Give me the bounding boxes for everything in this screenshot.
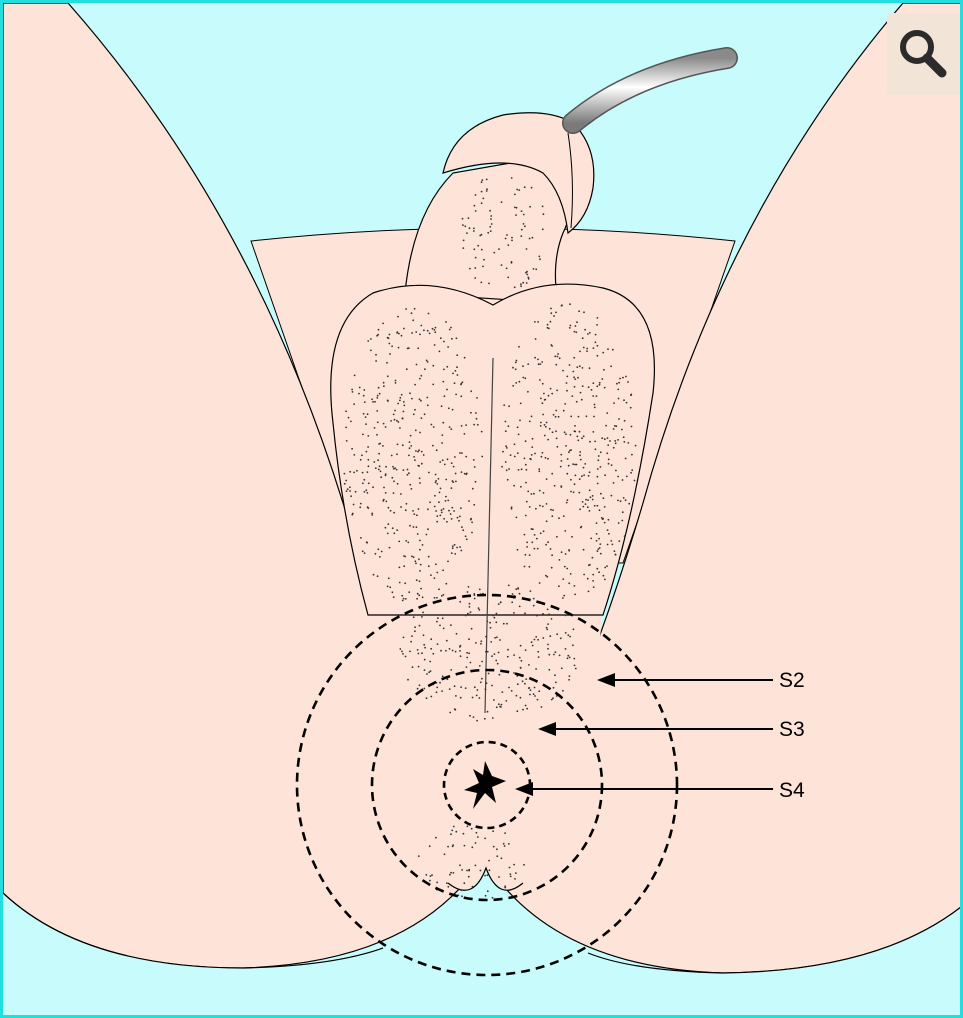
s3-label: S3 [779,718,805,741]
scrotum [331,284,655,615]
magnifier-icon [887,13,961,95]
zoom-button[interactable] [887,13,961,95]
perineal-dermatome-diagram: S2 S3 S4 [3,3,963,1018]
s2-label: S2 [779,669,805,692]
s4-label: S4 [779,779,805,802]
